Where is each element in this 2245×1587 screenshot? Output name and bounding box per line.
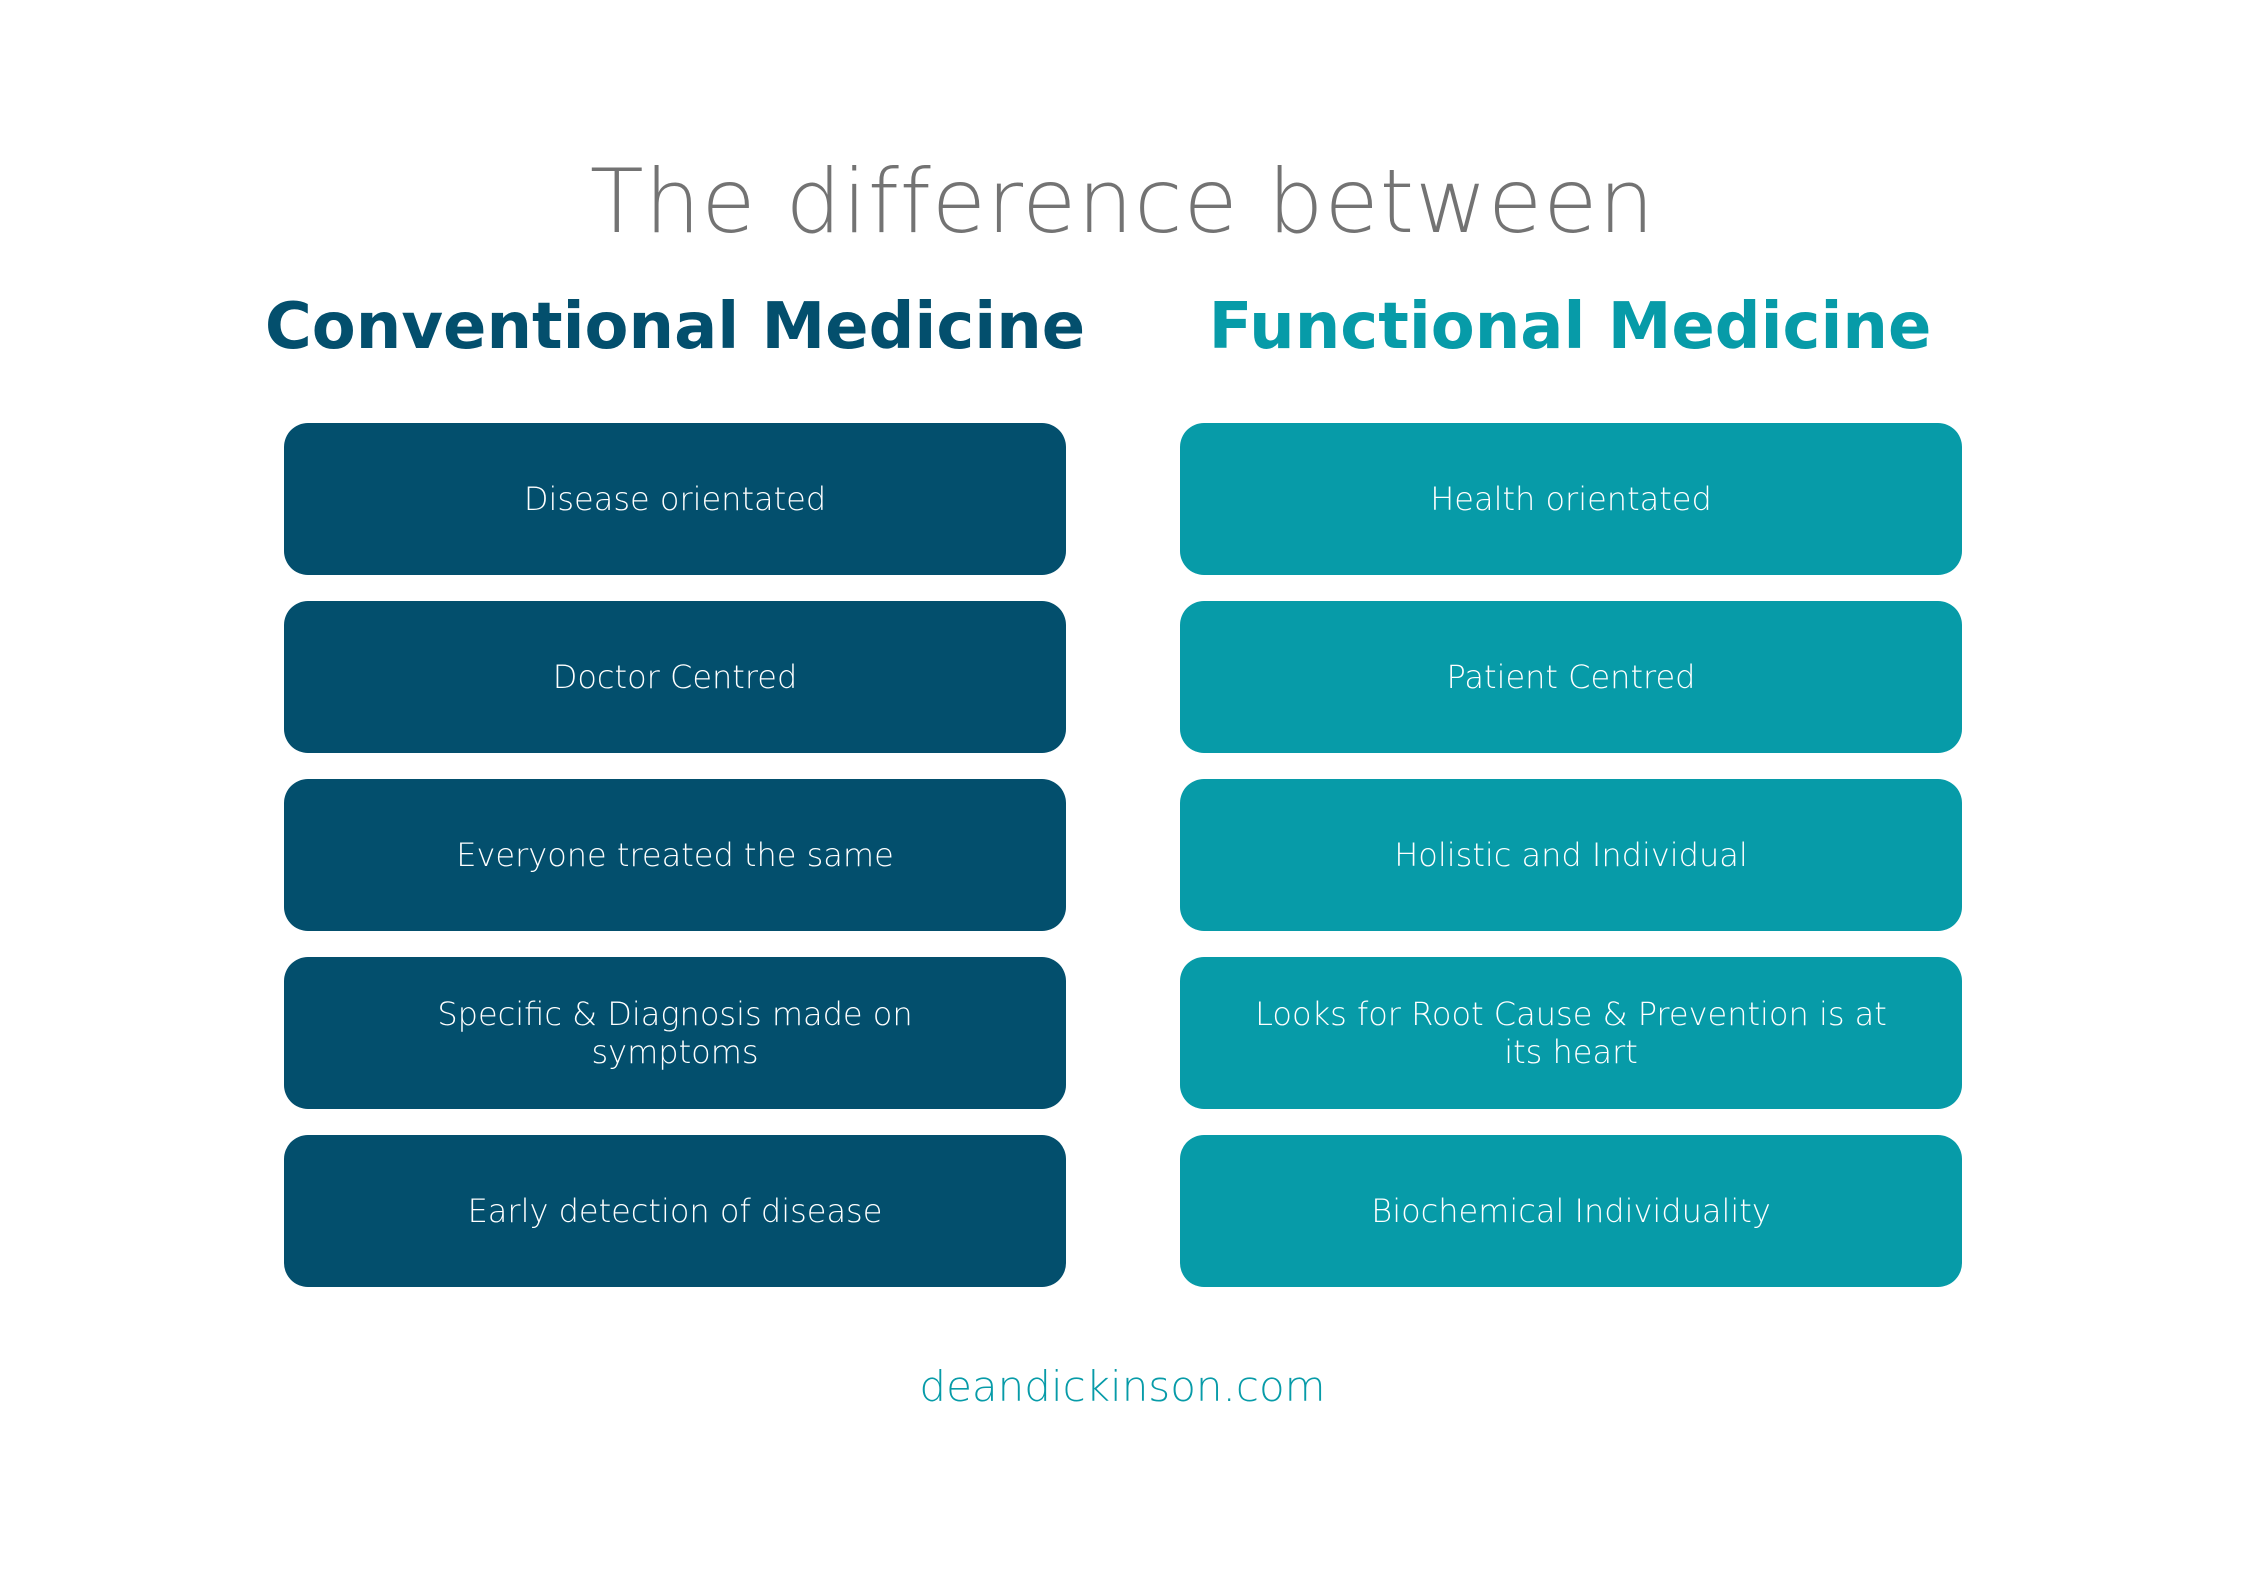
functional-item: Patient Centred xyxy=(1180,601,1962,753)
functional-column: Health orientated Patient Centred Holist… xyxy=(1180,423,1962,1313)
functional-heading: Functional Medicine xyxy=(1208,290,1932,364)
page-title: The difference between xyxy=(589,150,1656,253)
conventional-item: Specific & Diagnosis made on symptoms xyxy=(284,957,1066,1109)
conventional-heading: Conventional Medicine xyxy=(264,290,1086,364)
conventional-item: Doctor Centred xyxy=(284,601,1066,753)
conventional-item: Disease orientated xyxy=(284,423,1066,575)
functional-item: Looks for Root Cause & Prevention is at … xyxy=(1180,957,1962,1109)
functional-item: Holistic and Individual xyxy=(1180,779,1962,931)
footer-website: deandickinson.com xyxy=(919,1362,1326,1411)
functional-item: Biochemical Individuality xyxy=(1180,1135,1962,1287)
conventional-item: Early detection of disease xyxy=(284,1135,1066,1287)
conventional-column: Disease orientated Doctor Centred Everyo… xyxy=(284,423,1066,1313)
functional-item: Health orientated xyxy=(1180,423,1962,575)
conventional-item: Everyone treated the same xyxy=(284,779,1066,931)
